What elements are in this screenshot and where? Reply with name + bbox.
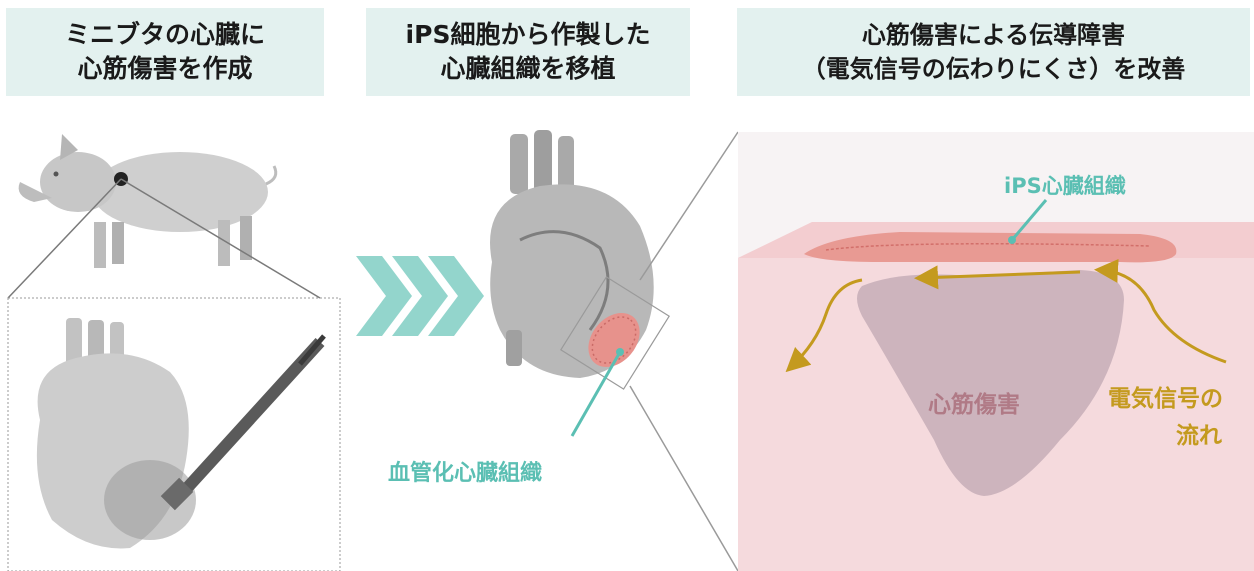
ips-tissue-label: iPS心臓組織	[1004, 170, 1126, 200]
step2-title-line1: iPS細胞から作製した	[406, 18, 651, 52]
step1-title-line2: 心筋傷害を作成	[77, 52, 252, 86]
step1-title-line1: ミニブタの心臓に	[65, 18, 265, 52]
step2-title-line2: 心臓組織を移植	[440, 52, 615, 86]
vascularized-tissue-label: 血管化心臓組織	[388, 455, 542, 487]
injury-label: 心筋傷害	[928, 385, 1020, 419]
step3-header: 心筋傷害による伝導障害 （電気信号の伝わりにくさ）を改善	[737, 8, 1250, 96]
tissue-cross-section	[738, 132, 1254, 571]
signal-label-line1: 電気信号の	[1108, 379, 1223, 413]
step3-title-line1: 心筋傷害による伝導障害	[862, 18, 1125, 52]
injured-heart-illustration	[37, 318, 324, 548]
signal-label-line2: 流れ	[1176, 416, 1222, 450]
step2-header: iPS細胞から作製した 心臓組織を移植	[366, 8, 690, 96]
grafted-heart-illustration	[490, 130, 669, 389]
step1-header: ミニブタの心臓に 心筋傷害を作成	[6, 8, 324, 96]
progress-arrows	[356, 256, 484, 336]
step3-title-line2: （電気信号の伝わりにくさ）を改善	[802, 52, 1186, 86]
ips-cardiac-tissue-layer	[804, 232, 1176, 262]
